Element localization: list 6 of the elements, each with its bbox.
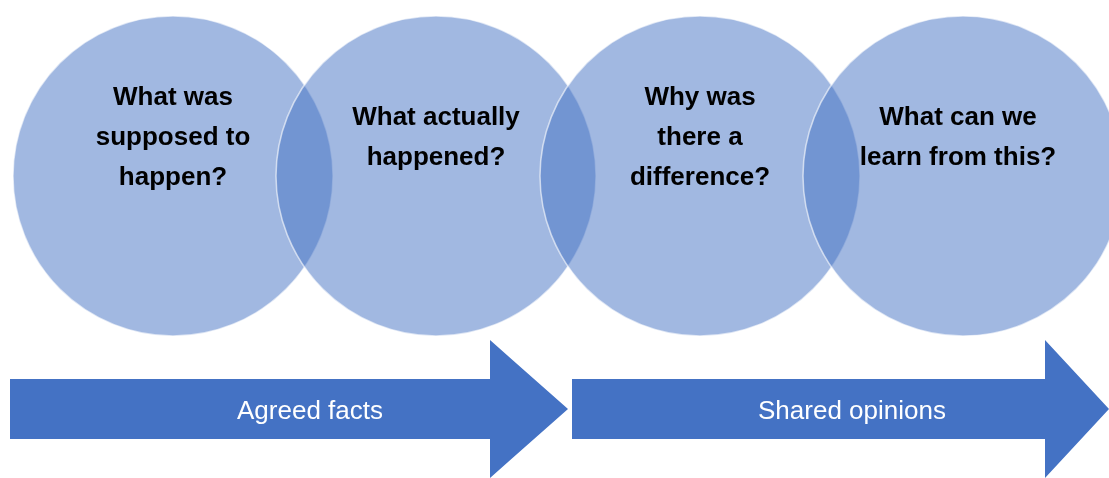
question-text: Why was there a difference?: [628, 80, 772, 193]
question-text: What was supposed to happen?: [94, 80, 252, 193]
question-text: What actually happened?: [351, 100, 521, 173]
arrow-label: Agreed facts: [237, 394, 383, 426]
arrow-label: Shared opinions: [758, 394, 946, 426]
question-text: What can we learn from this?: [858, 100, 1058, 173]
